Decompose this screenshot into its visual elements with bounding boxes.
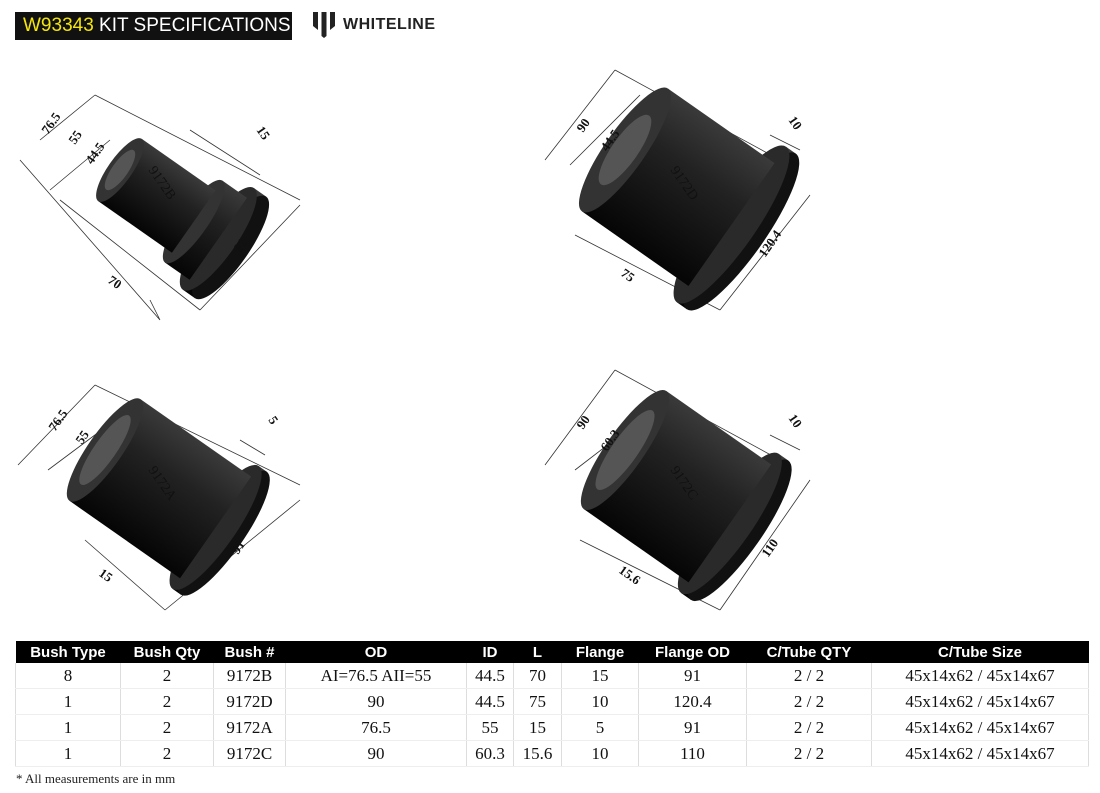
kit-title-text: KIT SPECIFICATIONS	[93, 15, 291, 36]
dim-label: 70	[105, 272, 124, 292]
table-cell: 120.4	[638, 688, 747, 715]
dim-label: 15	[254, 123, 274, 143]
dim-label: 76.5	[38, 109, 64, 137]
table-cell: 15	[561, 663, 639, 689]
table-cell: 2 / 2	[746, 663, 872, 689]
table-cell: 45x14x62 / 45x14x67	[871, 714, 1089, 741]
table-cell: 9172C	[213, 740, 286, 767]
footnote: * All measurements are in mm	[16, 771, 176, 786]
column-header: ID	[466, 641, 514, 663]
table-cell: 2 / 2	[746, 714, 872, 741]
table-cell: 90	[285, 688, 467, 715]
table-cell: 2 / 2	[746, 740, 872, 767]
dim-label: 90	[573, 412, 593, 431]
table-cell: 45x14x62 / 45x14x67	[871, 663, 1089, 689]
dim-label: 5	[266, 413, 282, 427]
kit-code: W93343	[23, 15, 94, 36]
dim-label: 55	[65, 127, 85, 147]
bush-9172C	[580, 390, 792, 602]
table-cell: 70	[513, 663, 562, 689]
table-cell: 2	[120, 714, 214, 741]
column-header: Flange OD	[638, 641, 747, 663]
table-cell: 110	[638, 740, 747, 767]
column-header: Flange	[561, 641, 639, 663]
table-cell: 2	[120, 740, 214, 767]
column-header: C/Tube QTY	[746, 641, 872, 663]
table-cell: 15.6	[513, 740, 562, 767]
table-cell: 55	[466, 714, 514, 741]
bush-9172B	[96, 138, 270, 300]
column-header: OD	[285, 641, 467, 663]
table-cell: 91	[638, 714, 747, 741]
table-cell: 90	[285, 740, 467, 767]
dim-label: 15.6	[616, 562, 644, 588]
table-cell: 9172B	[213, 663, 286, 689]
column-header: C/Tube Size	[871, 641, 1089, 663]
bush-drawings: 9172B 76.5 55 44.5 15 91 70 9172D 90 44.…	[17, 69, 811, 611]
table-cell: 91	[638, 663, 747, 689]
table-cell: 1	[15, 740, 121, 767]
table-cell: 8	[15, 663, 121, 689]
table-cell: 10	[561, 740, 639, 767]
column-header: L	[513, 641, 562, 663]
table-cell: 45x14x62 / 45x14x67	[871, 740, 1089, 767]
column-header: Bush Type	[15, 641, 121, 663]
bush-9172D	[578, 87, 800, 311]
table-cell: 60.3	[466, 740, 514, 767]
table-cell: 15	[513, 714, 562, 741]
table-cell: 9172A	[213, 714, 286, 741]
table-cell: 10	[561, 688, 639, 715]
dim-label: 110	[758, 536, 781, 560]
bush-9172A	[66, 398, 270, 596]
brand-name: WHITELINE	[343, 16, 436, 33]
table-cell: 44.5	[466, 688, 514, 715]
table-cell: 1	[15, 714, 121, 741]
table-cell: 2 / 2	[746, 688, 872, 715]
whiteline-logo-icon	[313, 12, 335, 38]
column-header: Bush #	[213, 641, 286, 663]
dim-label: 10	[786, 411, 806, 430]
table-cell: 2	[120, 663, 214, 689]
dim-label: 76.5	[45, 406, 71, 434]
table-cell: 75	[513, 688, 562, 715]
table-cell: AI=76.5 AII=55	[285, 663, 467, 689]
table-cell: 2	[120, 688, 214, 715]
table-cell: 45x14x62 / 45x14x67	[871, 688, 1089, 715]
column-header: Bush Qty	[120, 641, 214, 663]
dim-label: 15	[96, 565, 116, 585]
table-cell: 76.5	[285, 714, 467, 741]
dim-label: 10	[786, 113, 806, 132]
dim-label: 75	[618, 265, 638, 285]
dim-label: 44.5	[82, 139, 108, 167]
table-cell: 5	[561, 714, 639, 741]
whiteline-logo: WHITELINE	[313, 12, 436, 38]
dim-label: 90	[573, 115, 593, 134]
kit-title: W93343 KIT SPECIFICATIONS	[15, 12, 292, 40]
table-cell: 1	[15, 688, 121, 715]
table-cell: 44.5	[466, 663, 514, 689]
table-cell: 9172D	[213, 688, 286, 715]
